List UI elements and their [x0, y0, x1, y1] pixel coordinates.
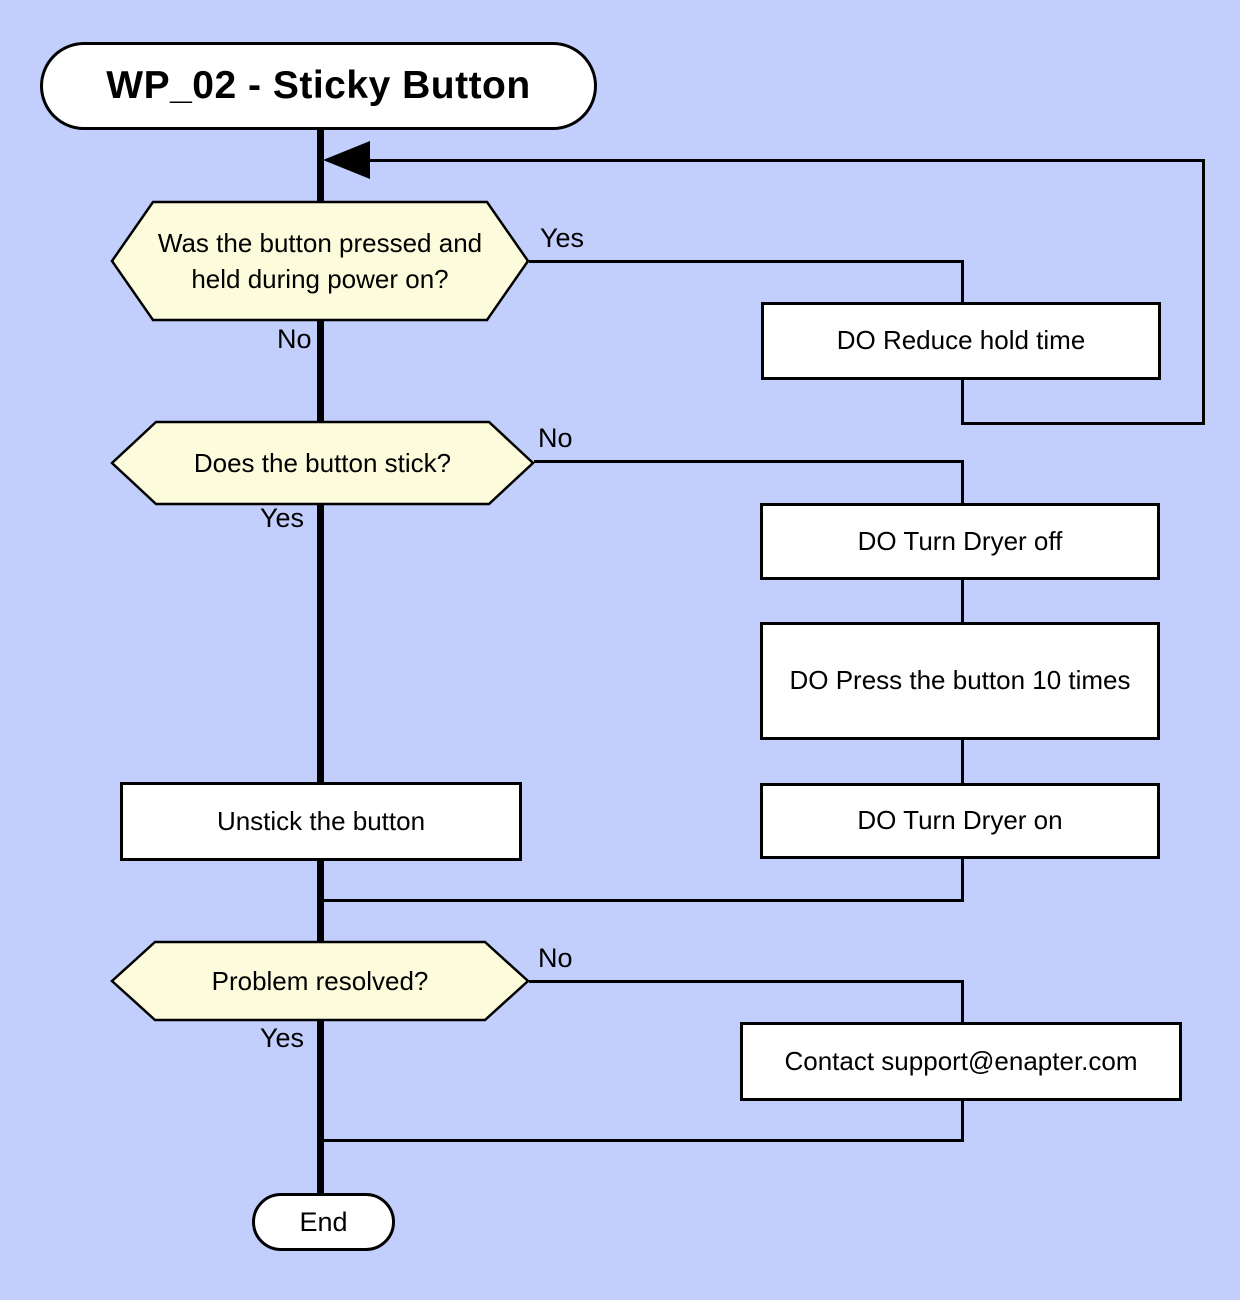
decision-button-stick-label: Does the button stick?: [193, 447, 452, 478]
process-reduce-hold-time: DO Reduce hold time: [761, 302, 1161, 380]
diagram-title: WP_02 - Sticky Button: [106, 64, 531, 107]
decision1-no-label: No: [277, 324, 312, 354]
decision-problem-resolved-label: Problem resolved?: [211, 965, 429, 996]
decision2-yes-label: Yes: [260, 503, 305, 533]
decision2-no-line: [534, 460, 963, 463]
merge1-line: [320, 899, 964, 902]
decision1-yes-drop-line: [961, 260, 964, 304]
contact-down-line: [961, 1099, 964, 1141]
process-press-button: DO Press the button 10 times: [760, 622, 1160, 740]
process-turn-dryer-on: DO Turn Dryer on: [760, 783, 1160, 859]
decision1-yes-line: [529, 260, 963, 263]
hexagon-shape: [110, 940, 530, 1022]
reduce-box-down-line: [961, 379, 964, 425]
loop-bottom-line: [962, 422, 1205, 425]
start-node: WP_02 - Sticky Button: [40, 42, 597, 130]
decision-power-on-label: Was the button pressed and held during p…: [157, 227, 483, 294]
decision1-yes-label: Yes: [540, 223, 585, 253]
decision3-no-line: [529, 980, 963, 983]
main-flow-line: [317, 128, 324, 1194]
process-turn-dryer-off: DO Turn Dryer off: [760, 503, 1160, 580]
loop-arrowhead-icon: [323, 141, 370, 179]
decision-power-on: Was the button pressed and held during p…: [110, 200, 530, 322]
decision3-no-drop-line: [961, 980, 964, 1024]
end-node: End: [252, 1193, 395, 1251]
decision-problem-resolved: Problem resolved?: [110, 940, 530, 1022]
hexagon-shape: [110, 200, 530, 322]
press-to-dryer-on-line: [961, 739, 964, 784]
process-contact-support: Contact support@enapter.com: [740, 1022, 1182, 1101]
end-node-label: End: [299, 1206, 348, 1237]
decision-button-stick: Does the button stick?: [110, 420, 535, 506]
decision2-no-label: No: [538, 423, 573, 453]
loop-right-line: [1202, 159, 1205, 425]
decision3-no-label: No: [538, 943, 573, 973]
loop-top-line: [367, 159, 1205, 162]
dryer-on-down-line: [961, 858, 964, 902]
decision2-no-drop-line: [961, 460, 964, 504]
dryer-off-to-press-line: [961, 579, 964, 624]
merge2-line: [320, 1139, 964, 1142]
hexagon-shape: [110, 420, 535, 506]
decision3-yes-label: Yes: [260, 1023, 305, 1053]
process-unstick-button: Unstick the button: [120, 782, 522, 861]
